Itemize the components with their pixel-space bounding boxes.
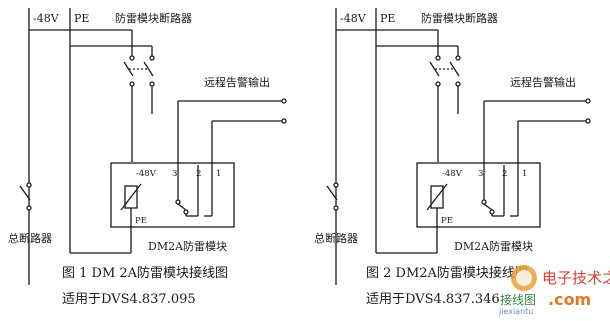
main-breaker-switch bbox=[19, 185, 31, 201]
fig2-pe-label: PE bbox=[380, 12, 395, 25]
fig2-breaker-title: 防雷模块断路器 bbox=[421, 11, 498, 25]
module-breaker-blade-1 bbox=[429, 61, 440, 77]
fig1-pin1: 1 bbox=[216, 169, 221, 179]
main-breaker-switch bbox=[326, 185, 338, 201]
fig2-module-pe: PE bbox=[441, 216, 453, 226]
fig1-pe-label: PE bbox=[74, 12, 89, 25]
figure-1 bbox=[19, 8, 287, 285]
dm2a-module-box bbox=[110, 162, 235, 228]
fig1-remote-alarm-label: 远程告警输出 bbox=[204, 75, 270, 89]
watermark-site: 电子技术之家 bbox=[542, 269, 610, 287]
fig1-breaker-title: 防雷模块断路器 bbox=[115, 11, 192, 25]
fig1-voltage-label: -48V bbox=[33, 12, 60, 25]
watermark: 电子技术之家 接线图 .com jiexiantu bbox=[498, 265, 610, 316]
fig2-pin1: 1 bbox=[522, 169, 527, 179]
fig2-main-breaker-label: 总断路器 bbox=[314, 231, 358, 245]
fig1-module-pe: PE bbox=[135, 216, 147, 226]
figure-2 bbox=[326, 8, 591, 285]
fig1-main-breaker-label: 总断路器 bbox=[8, 231, 52, 245]
module-breaker-blade-1 bbox=[123, 61, 134, 77]
fig2-pin3: 3 bbox=[478, 169, 483, 179]
watermark-com: .com bbox=[548, 290, 591, 309]
dm2a-module-box bbox=[416, 162, 541, 228]
fig2-remote-alarm-label: 远程告警输出 bbox=[510, 75, 576, 89]
fig2-pin2: 2 bbox=[502, 169, 507, 179]
fig2-voltage-label: -48V bbox=[340, 12, 367, 25]
watermark-url: jiexiantu bbox=[498, 307, 533, 316]
module-breaker-blade-2 bbox=[449, 61, 460, 77]
fig1-pin2: 2 bbox=[196, 169, 201, 179]
fig2-module-name: DM2A防雷模块 bbox=[454, 239, 533, 253]
module-breaker-blade-2 bbox=[143, 61, 154, 77]
fig1-module-name: DM2A防雷模块 bbox=[148, 239, 227, 253]
watermark-logo-text: 接线图 bbox=[500, 292, 536, 307]
fig1-applies-to: 适用于DVS4.837.095 bbox=[62, 292, 196, 307]
fig1-pin3: 3 bbox=[172, 169, 177, 179]
fig1-module-voltage: -48V bbox=[136, 169, 157, 179]
fig2-caption: 图 2 DM2A防雷模块接线图 bbox=[366, 265, 528, 281]
fig1-caption: 图 1 DM 2A防雷模块接线图 bbox=[62, 265, 228, 281]
fig2-applies-to: 适用于DVS4.837.346 bbox=[366, 292, 500, 307]
fig2-module-voltage: -48V bbox=[442, 169, 463, 179]
